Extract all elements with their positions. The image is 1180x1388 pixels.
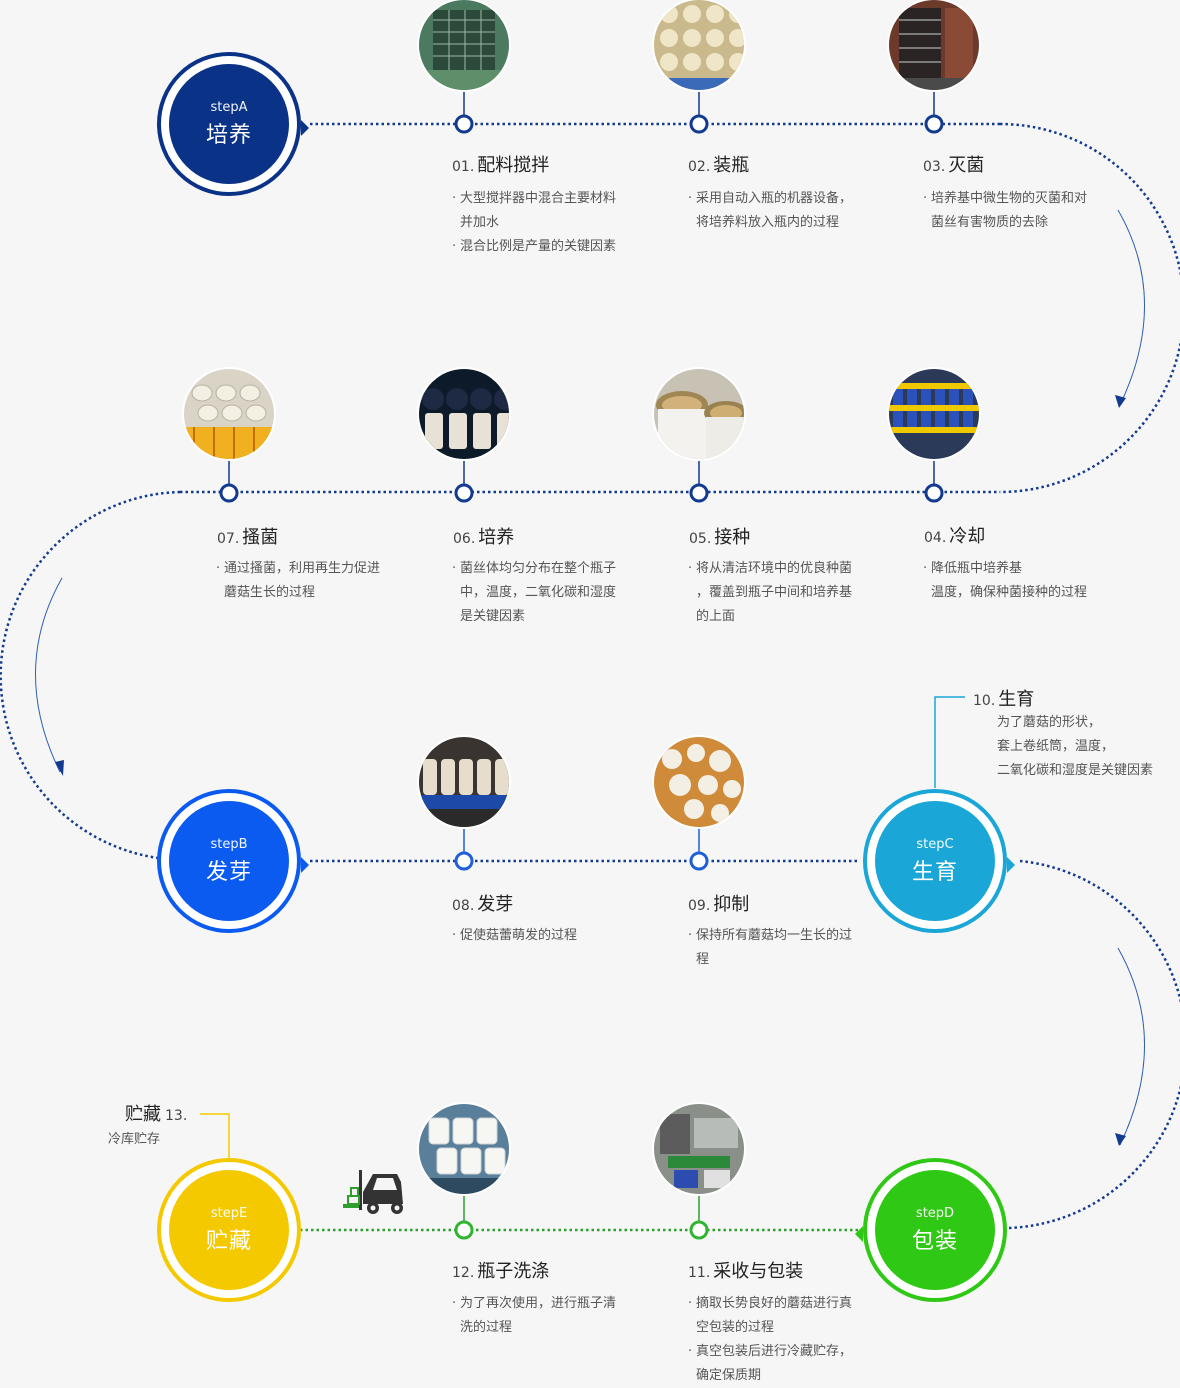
forklift-icon (343, 1170, 403, 1214)
stage-e-label: stepE (210, 1206, 248, 1221)
stage-b-pointer (301, 857, 309, 873)
step-12-desc: 为了再次使用，进行瓶子清 洗的过程 (452, 1292, 642, 1340)
photo-bottling (654, 0, 744, 90)
step-10-desc: 为了蘑菇的形状， 套上卷纸筒，温度， 二氧化碳和湿度是关键因素 (997, 715, 1154, 778)
arrowhead-icon (1115, 395, 1126, 408)
stage-c-pointer (1007, 857, 1015, 873)
step-11-title: 11.采收与包装 (688, 1261, 804, 1282)
stage-b-name: 发芽 (205, 860, 252, 885)
photo-suppression (654, 737, 744, 827)
step-10-title: 10.生育 (973, 689, 1035, 710)
photo-inoculation (654, 369, 744, 459)
step-01-desc: 大型搅拌器中混合主要材料 并加水 混合比例是产量的关键因素 (452, 187, 642, 259)
node-05 (689, 483, 709, 503)
node-12 (454, 1220, 474, 1240)
node-02 (689, 114, 709, 134)
step-04-title: 04.冷却 (924, 526, 986, 547)
photo-mixing (419, 0, 509, 90)
stage-d-label: stepD (915, 1206, 955, 1221)
stage-a-pointer (301, 120, 309, 136)
callout-line-13 (200, 1113, 230, 1160)
arrowhead-icon (1115, 1133, 1126, 1146)
step-03-desc: 培养基中微生物的灭菌和对 菌丝有害物质的去除 (923, 187, 1113, 235)
step-02-title: 02.装瓶 (688, 155, 750, 176)
path-guide-right-2 (1117, 947, 1145, 1146)
step-05-desc: 将从清洁环境中的优良种菌 ，覆盖到瓶子中间和培养基 的上面 (688, 557, 878, 629)
step-05-title: 05.接种 (689, 527, 751, 548)
step-08-desc: 促使菇蕾萌发的过程 (452, 924, 642, 948)
arrowhead-icon (55, 760, 64, 776)
node-11 (689, 1220, 709, 1240)
photo-harvest-packaging (654, 1104, 744, 1194)
photo-cooling (889, 369, 979, 459)
stage-e-name: 贮藏 (205, 1229, 252, 1254)
step-09-title: 09.抑制 (688, 894, 750, 915)
stage-c-name: 生育 (911, 860, 958, 885)
stage-c-label: stepC (916, 837, 954, 852)
stage-d-circle: stepD 包装 (855, 1158, 1007, 1302)
step-02-desc: 采用自动入瓶的机器设备， 将培养料放入瓶内的过程 (688, 187, 878, 235)
step-09-desc: 保持所有蘑菇均一生长的过 程 (688, 924, 878, 972)
stage-d-name: 包装 (911, 1229, 958, 1254)
step-13-desc: 冷库贮存 (108, 1132, 161, 1147)
node-06 (454, 483, 474, 503)
step-07-title: 07.搔菌 (217, 527, 279, 548)
step-07-desc: 通过搔菌，利用再生力促进 蘑菇生长的过程 (216, 557, 406, 605)
stage-b-label: stepB (210, 837, 248, 852)
path-guide-right-1 (1117, 209, 1145, 406)
photo-bottle-washing (419, 1104, 509, 1194)
node-04 (924, 483, 944, 503)
stage-e-circle: stepE 贮藏 (157, 1158, 301, 1302)
step-04-desc: 降低瓶中培养基 温度，确保种菌接种的过程 (923, 557, 1113, 605)
stage-b-circle: stepB 发芽 (157, 789, 309, 933)
node-markers (219, 114, 944, 1240)
step-08-title: 08.发芽 (452, 894, 514, 915)
step-03-title: 03.灭菌 (923, 155, 985, 176)
stage-c-circle: stepC 生育 (863, 789, 1015, 933)
photo-scratching (184, 369, 274, 459)
path-curve-right-2 (1007, 859, 1180, 1230)
stage-a-circle: stepA 培养 (157, 52, 309, 196)
path-curve-left (0, 490, 181, 860)
stage-a-label: stepA (210, 100, 248, 115)
path-curve-right-1 (999, 122, 1180, 494)
stage-a-name: 培养 (205, 123, 252, 148)
node-01 (454, 114, 474, 134)
stage-d-pointer (855, 1226, 863, 1242)
path-guide-left (35, 577, 63, 773)
node-08 (454, 851, 474, 871)
node-09 (689, 851, 709, 871)
step-01-title: 01.配料搅拌 (452, 155, 550, 176)
node-07 (219, 483, 239, 503)
step-06-desc: 菌丝体均匀分布在整个瓶子 中，温度，二氧化碳和湿度 是关键因素 (452, 557, 642, 629)
step-11-desc: 摘取长势良好的蘑菇进行真 空包装的过程 真空包装后进行冷藏贮存， 确定保质期 (688, 1292, 878, 1388)
step-12-title: 12.瓶子洗涤 (452, 1261, 550, 1282)
photo-cultivation (419, 369, 509, 459)
node-03 (924, 114, 944, 134)
callout-line-10 (934, 696, 965, 788)
photo-germination (419, 737, 509, 827)
photo-sterilization (889, 0, 979, 90)
step-06-title: 06.培养 (453, 527, 515, 548)
